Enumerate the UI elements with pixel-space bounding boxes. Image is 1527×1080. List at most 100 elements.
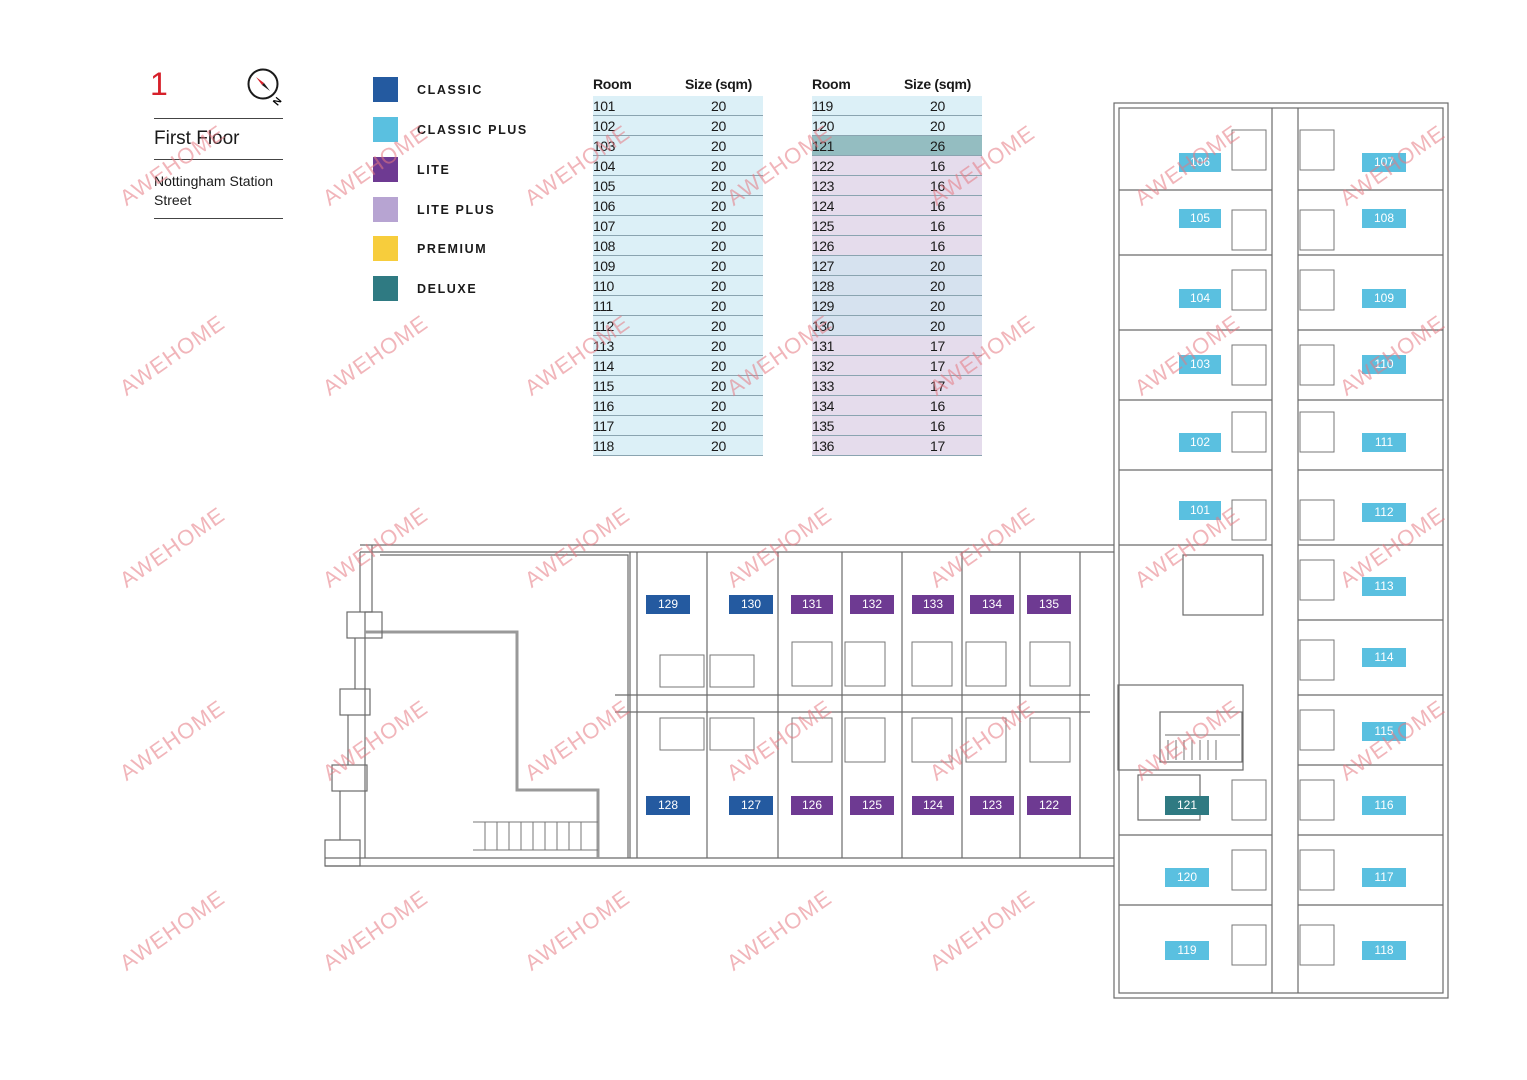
room-label-134: 134 — [970, 595, 1014, 614]
table-row: 115 20 — [593, 376, 763, 396]
room-number: 110 — [593, 278, 614, 294]
room-label-117: 117 — [1362, 868, 1406, 887]
table-row: 131 17 — [812, 336, 982, 356]
room-label-120: 120 — [1165, 868, 1209, 887]
legend-swatch — [373, 157, 398, 182]
room-size: 20 — [930, 278, 945, 294]
room-size: 20 — [930, 298, 945, 314]
room-number: 134 — [812, 398, 834, 414]
room-label-133: 133 — [912, 595, 954, 614]
room-number: 107 — [593, 218, 615, 234]
room-label-125: 125 — [850, 796, 894, 815]
room-size: 17 — [930, 338, 945, 354]
room-label-112: 112 — [1362, 503, 1406, 522]
room-size: 20 — [711, 298, 726, 314]
room-size: 20 — [711, 378, 726, 394]
legend-swatch — [373, 77, 398, 102]
room-number: 128 — [812, 278, 834, 294]
room-label-129: 129 — [646, 595, 690, 614]
room-number: 108 — [593, 238, 615, 254]
legend-swatch — [373, 197, 398, 222]
room-size: 26 — [930, 138, 945, 154]
room-label-135: 135 — [1027, 595, 1071, 614]
legend-label: LITE PLUS — [417, 203, 496, 217]
room-number: 127 — [812, 258, 834, 274]
room-number: 126 — [812, 238, 834, 254]
room-size: 20 — [711, 198, 726, 214]
room-number: 123 — [812, 178, 834, 194]
header-divider — [154, 218, 283, 219]
stair-flight — [473, 821, 598, 851]
legend-item-lite-plus: LITE PLUS — [373, 197, 593, 223]
room-label-114: 114 — [1362, 648, 1406, 667]
room-label-118: 118 — [1362, 941, 1406, 960]
room-label-109: 109 — [1362, 289, 1406, 308]
room-label-131: 131 — [791, 595, 833, 614]
room-label-106: 106 — [1179, 153, 1221, 172]
room-number: 109 — [593, 258, 615, 274]
room-number: 106 — [593, 198, 615, 214]
bathroom-pods — [659, 129, 1335, 966]
room-label-107: 107 — [1362, 153, 1406, 172]
room-number: 131 — [812, 338, 834, 354]
room-number: 124 — [812, 198, 834, 214]
table-row: 114 20 — [593, 356, 763, 376]
building-name: Nottingham Station Street — [154, 173, 274, 208]
room-label-124: 124 — [912, 796, 954, 815]
room-label-105: 105 — [1179, 209, 1221, 228]
room-number: 121 — [812, 138, 834, 154]
room-size: 17 — [930, 438, 945, 454]
column-header-room: Room — [812, 76, 851, 92]
room-number: 105 — [593, 178, 615, 194]
room-number: 104 — [593, 158, 615, 174]
room-size: 20 — [711, 358, 726, 374]
table-row: 121 26 — [812, 136, 982, 156]
room-number: 102 — [593, 118, 615, 134]
room-size: 16 — [930, 418, 945, 434]
room-size: 20 — [930, 98, 945, 114]
room-size: 20 — [930, 258, 945, 274]
legend-label: PREMIUM — [417, 242, 488, 256]
room-size: 16 — [930, 398, 945, 414]
room-size: 20 — [711, 318, 726, 334]
room-size: 20 — [711, 258, 726, 274]
compass-north-icon: N — [247, 68, 284, 108]
room-number: 136 — [812, 438, 834, 454]
room-number: 114 — [593, 358, 614, 374]
room-label-122: 122 — [1027, 796, 1071, 815]
room-size: 20 — [711, 118, 726, 134]
legend-item-classic: CLASSIC — [373, 77, 593, 103]
floor-number: 1 — [150, 66, 168, 102]
room-number: 118 — [593, 438, 614, 454]
legend-swatch — [373, 276, 398, 301]
column-header-size: Size (sqm) — [904, 76, 972, 92]
column-header-room: Room — [593, 76, 632, 92]
room-size: 16 — [930, 198, 945, 214]
room-number: 115 — [593, 378, 614, 394]
room-label-103: 103 — [1179, 355, 1221, 374]
table-row: 109 20 — [593, 256, 763, 276]
legend-swatch — [373, 236, 398, 261]
